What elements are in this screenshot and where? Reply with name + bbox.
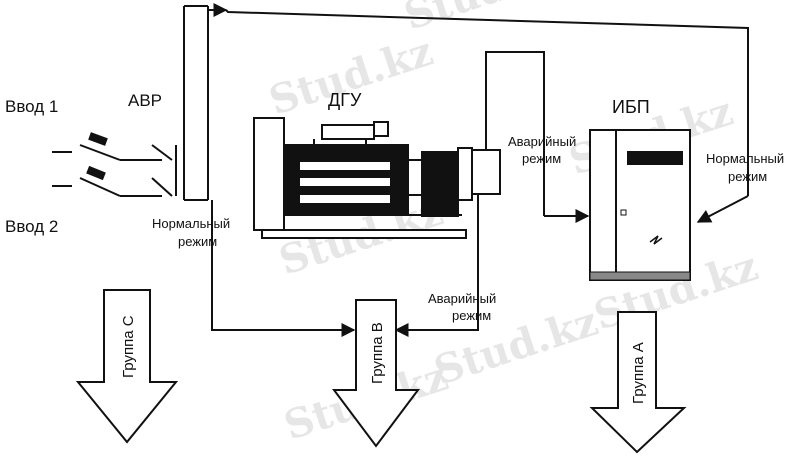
group-a-arrow [589,311,687,454]
normal-mode-right-line2: режим [728,169,767,184]
input-switches [52,132,173,197]
input-2-label: Ввод 2 [5,217,58,236]
emergency-bottom-line2: режим [452,308,491,323]
emergency-bottom-line1: Аварийный [428,291,496,306]
normal-to-group-b-line [211,200,356,337]
group-c-label: Группа С [120,315,137,378]
dgu-label: ДГУ [328,90,362,110]
avr-bus [175,5,209,201]
ibp-label: ИБП [612,97,650,117]
emergency-top-line1: Аварийный [508,134,576,149]
input-1-label: Ввод 1 [5,97,58,116]
ups-cabinet [589,129,691,281]
group-b-arrow [332,299,420,448]
avr-label: АВР [128,91,162,110]
normal-mode-right-line1: Нормальный [706,151,784,166]
normal-mode-left-line2: режим [178,234,217,249]
top-feed-line [208,3,749,223]
generator-output-lines [394,51,590,337]
group-a-label: Группа А [630,342,647,404]
generator [253,117,501,239]
emergency-top-line2: режим [522,151,561,166]
normal-mode-left-line1: Нормальный [152,216,230,231]
group-b-label: Группа В [369,322,386,384]
group-c-arrow [75,289,179,444]
